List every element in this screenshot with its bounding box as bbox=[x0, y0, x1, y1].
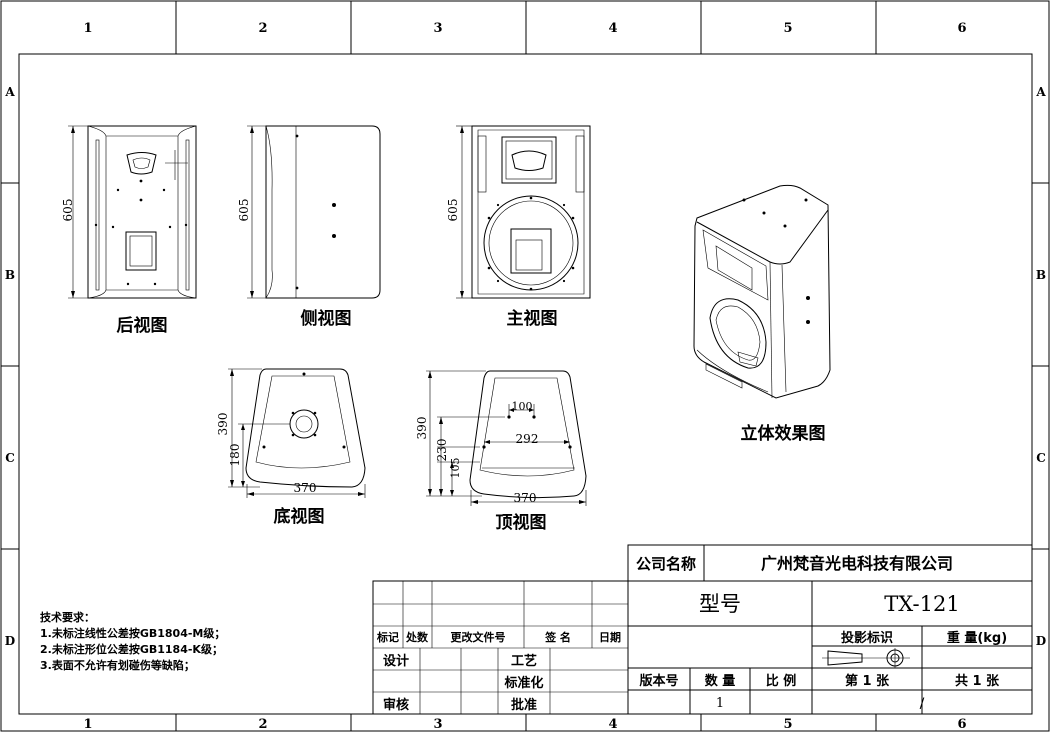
drawing-frame bbox=[18, 53, 1033, 715]
company-name: 广州梵音光电科技有限公司 bbox=[761, 554, 953, 573]
row-label-right-c: C bbox=[1036, 451, 1046, 465]
notes-item-3: 3.表面不允许有划碰伤等缺陷； bbox=[40, 658, 195, 672]
row-label-right-d: D bbox=[1036, 634, 1046, 648]
quantity-label: 数 量 bbox=[705, 673, 736, 689]
notes-title: 技术要求： bbox=[40, 610, 95, 624]
top-230-dimension: 230 bbox=[435, 439, 449, 462]
rev-header-count: 处数 bbox=[405, 630, 429, 644]
col-label-4: 4 bbox=[608, 21, 617, 36]
projection-label: 投影标识 bbox=[841, 630, 893, 646]
top-hole-spacing-dimension: 292 bbox=[516, 432, 539, 446]
bottom-width-dimension: 370 bbox=[294, 481, 317, 495]
top-rig-spacing-dimension: 100 bbox=[512, 400, 533, 413]
row-label-right-b: B bbox=[1036, 268, 1046, 282]
notes-item-1: 1.未标注线性公差按GB1804-M级； bbox=[40, 626, 225, 640]
front-height-dimension: 605 bbox=[446, 199, 460, 222]
col-label-5: 5 bbox=[783, 21, 792, 36]
rear-height-dimension: 605 bbox=[61, 199, 75, 222]
bottom-mount-dimension: 180 bbox=[228, 444, 242, 467]
design-label: 设计 bbox=[383, 653, 409, 669]
front-view-label: 主视图 bbox=[507, 308, 558, 329]
col-label-bottom-1: 1 bbox=[83, 717, 92, 732]
col-label-3: 3 bbox=[433, 21, 442, 36]
notes-item-2: 2.未标注形位公差按GB1184-K级； bbox=[40, 642, 223, 656]
row-label-d: D bbox=[5, 634, 15, 648]
rev-header-date: 日期 bbox=[599, 630, 621, 644]
col-label-bottom-4: 4 bbox=[608, 717, 617, 732]
title-block bbox=[372, 544, 1033, 715]
top-view bbox=[426, 370, 587, 506]
col-label-bottom-6: 6 bbox=[957, 717, 966, 732]
craft-label: 工艺 bbox=[511, 653, 537, 669]
sheet-label: 第 1 张 bbox=[845, 673, 890, 689]
review-label: 审核 bbox=[383, 697, 409, 713]
side-view-label: 侧视图 bbox=[301, 308, 352, 329]
company-label: 公司名称 bbox=[636, 555, 696, 573]
rev-header-sign: 签 名 bbox=[544, 630, 571, 644]
top-depth-dimension: 390 bbox=[415, 417, 429, 440]
row-label-a: A bbox=[4, 85, 15, 99]
row-label-right-a: A bbox=[1035, 85, 1046, 99]
col-label-bottom-2: 2 bbox=[258, 717, 267, 732]
standardize-label: 标准化 bbox=[503, 675, 543, 691]
model-value: TX-121 bbox=[884, 592, 959, 616]
col-label-2: 2 bbox=[258, 21, 267, 36]
col-label-1: 1 bbox=[83, 21, 92, 36]
col-label-6: 6 bbox=[957, 21, 966, 36]
top-width-dimension: 370 bbox=[514, 491, 537, 505]
projection-symbol-icon bbox=[822, 648, 910, 668]
bottom-depth-dimension: 390 bbox=[216, 413, 230, 436]
row-label-b: B bbox=[5, 268, 15, 282]
row-label-c: C bbox=[5, 451, 15, 465]
top-view-label: 顶视图 bbox=[496, 512, 547, 533]
version-label: 版本号 bbox=[639, 673, 678, 689]
weight-label: 重 量(kg) bbox=[947, 630, 1007, 646]
rev-header-doc: 更改文件号 bbox=[451, 630, 506, 644]
side-height-dimension: 605 bbox=[237, 199, 251, 222]
perspective-view bbox=[693, 184, 831, 399]
quantity-value: 1 bbox=[716, 696, 724, 711]
bottom-view bbox=[228, 368, 366, 498]
rev-header-mark: 标记 bbox=[376, 630, 399, 644]
front-view bbox=[456, 125, 591, 299]
approve-label: 批准 bbox=[511, 697, 537, 713]
slash-mark: / bbox=[920, 696, 925, 712]
col-label-bottom-5: 5 bbox=[783, 717, 792, 732]
total-label: 共 1 张 bbox=[955, 673, 1000, 689]
model-label: 型号 bbox=[699, 592, 741, 616]
scale-label: 比 例 bbox=[766, 673, 797, 689]
rear-view-label: 后视图 bbox=[117, 315, 168, 336]
bottom-view-label: 底视图 bbox=[274, 506, 325, 527]
perspective-view-label: 立体效果图 bbox=[741, 423, 826, 444]
top-105-dimension: 105 bbox=[449, 458, 462, 479]
rear-view bbox=[68, 125, 197, 299]
col-label-bottom-3: 3 bbox=[433, 717, 442, 732]
side-view bbox=[247, 125, 381, 299]
